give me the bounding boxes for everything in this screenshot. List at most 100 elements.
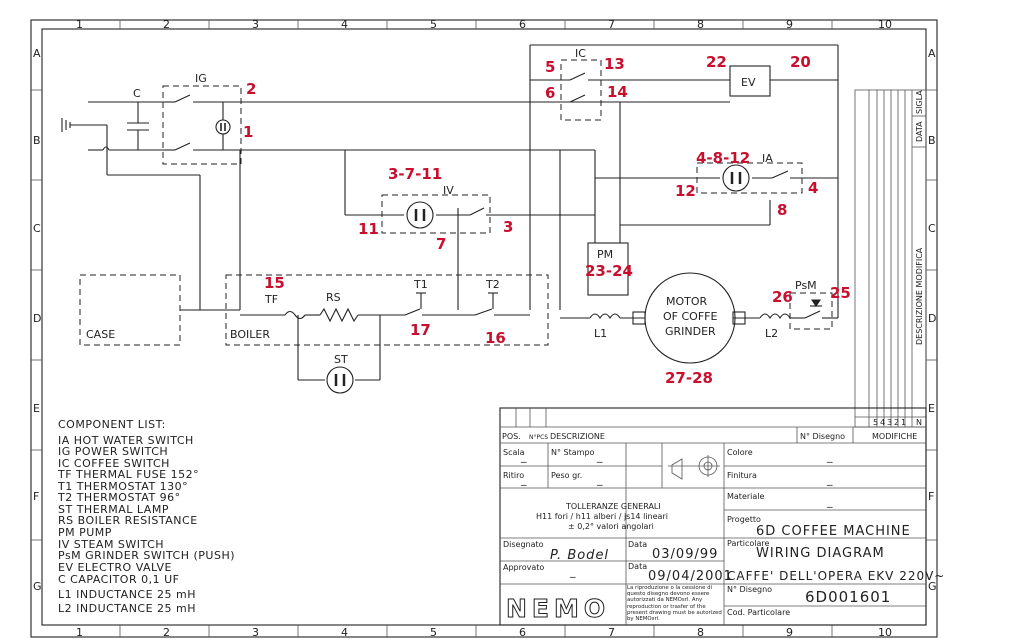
projection-symbol-icon [668,455,720,480]
tb-progetto-value: 6D COFFEE MACHINE [756,524,911,539]
callout-numbers: 2 1 5 13 6 14 22 20 4-8-12 12 4 8 3-7-11… [243,53,851,387]
component-list-item: T2 THERMOSTAT 96° [57,491,181,504]
tb-dash-ritiro: _ [520,473,527,486]
callout-8: 8 [777,201,787,219]
label-iv: IV [443,184,454,197]
tb-data-value-2: 09/04/2001 [648,569,733,584]
label-rs: RS [326,291,341,304]
tb-dash-approvato: _ [569,565,576,578]
component-list-item: IA HOT WATER SWITCH [58,434,194,447]
label-t1: T1 [413,278,428,291]
label-t2: T2 [485,278,500,291]
col-8-bottom: 8 [697,626,704,639]
label-motor-line3: GRINDER [665,325,716,338]
component-list-item: PsM GRINDER SWITCH (PUSH) [58,549,235,562]
tb-notice-en-text: Any reproduction or trasfer of the prese… [627,597,722,623]
tb-particolare-label: Particolare [727,539,770,548]
col-5-top: 5 [430,18,437,31]
tb-data-label-2: Data [628,562,647,571]
label-pm: PM [597,248,613,261]
callout-5: 5 [545,58,555,76]
rev-num-2: 2 [894,418,899,427]
row-d-right: D [928,312,936,325]
label-ev: EV [741,76,756,89]
col-2-top: 2 [163,18,170,31]
callout-2: 2 [246,80,256,98]
callout-11: 11 [358,220,379,238]
label-motor-line2: OF COFFE [663,310,717,323]
tb-notice-it-text: La riproduzione o la cessione di questo … [627,585,713,604]
tb-dash-stampo: _ [596,450,603,463]
tb-disegnato-label: Disegnato [503,540,544,549]
tb-ritiro: Ritiro [503,471,524,480]
tb-progetto-label: Progetto [727,515,761,524]
tb-dash-finitura: _ [826,473,833,486]
tb-tolleranze-1: H11 fori / h11 alberi / js14 lineari [536,512,668,521]
label-psm: PsM [795,279,817,292]
callout-16: 16 [485,329,506,347]
row-e-right: E [928,402,935,415]
col-6-bottom: 6 [519,626,526,639]
rev-sigla: SIGLA [915,90,924,114]
component-list-item: L2 INDUCTANCE 25 mH [58,602,196,615]
tb-modifiche: MODIFICHE [872,432,917,441]
tb-ndisegno-label: N° Disegno [727,585,772,594]
component-list-item: IG POWER SWITCH [58,445,168,458]
label-case: CASE [86,328,115,341]
rev-data: DATA [915,121,924,142]
col-9-bottom: 9 [786,626,793,639]
tb-tolleranze-title: TOLLERANZE GENERALI [565,502,661,511]
component-list-item: RS BOILER RESISTANCE [58,514,198,527]
component-list-item: C CAPACITOR 0,1 UF [58,573,179,586]
row-a-left: A [33,47,41,60]
tb-dash-peso: _ [596,473,603,486]
callout-3-7-11: 3-7-11 [388,165,442,183]
nemo-logo: NEMO [506,594,610,624]
callout-22: 22 [706,53,727,71]
tb-particolare-value: WIRING DIAGRAM [756,546,885,561]
callout-15: 15 [264,274,285,292]
tb-ndisegno-col: N° Disegno [800,432,845,441]
col-10-top: 10 [878,18,892,31]
dashed-enclosures [79,59,833,346]
tb-descrizione: DESCRIZIONE [550,432,605,441]
col-2-bottom: 2 [163,626,170,639]
rev-num-1: 1 [901,418,906,427]
row-a-right: A [928,47,936,60]
tb-cod-label: Cod. Particolare [727,608,790,617]
row-g-right: G [928,580,937,593]
row-e-left: E [33,402,40,415]
tb-pos: POS. [502,432,521,441]
row-f-left: F [33,490,39,503]
component-list-item: L1 INDUCTANCE 25 mH [58,588,196,601]
callout-7: 7 [436,235,446,253]
row-g-left: G [33,580,42,593]
rev-num-5: 5 [873,418,878,427]
callout-23-24: 23-24 [585,262,633,280]
nemo-logo-text: NEMO [506,594,610,623]
tb-dash-materiale: _ [826,495,833,508]
row-d-left: D [33,312,41,325]
col-3-top: 3 [252,18,259,31]
label-l1: L1 [594,327,607,340]
callout-4-8-12: 4-8-12 [696,149,750,167]
col-3-bottom: 3 [252,626,259,639]
col-8-top: 8 [697,18,704,31]
tb-dash-colore: _ [826,450,833,463]
title-block: POS. N°PCS DESCRIZIONE N° Disegno MODIFI… [499,407,945,626]
tb-colore: Colore [727,448,753,457]
tb-nstampo: N° Stampo [551,448,595,457]
component-labels: IG C IC EV IA IV PM PsM CASE BOILER TF R… [86,47,817,366]
callout-20: 20 [790,53,811,71]
label-ic: IC [575,47,586,60]
drawing-frame: 1 2 3 4 5 6 7 8 9 10 1 2 3 4 5 6 7 8 9 1… [30,18,938,639]
ground-icon [61,118,90,132]
callout-27-28: 27-28 [665,369,713,387]
callout-14: 14 [607,83,628,101]
component-list-item: IC COFFEE SWITCH [58,457,170,470]
label-boiler: BOILER [230,328,270,341]
callout-1: 1 [243,123,253,141]
tb-finitura: Finitura [727,471,757,480]
tb-subtitle: CAFFE' DELL'OPERA EKV 220V~ [727,569,945,583]
